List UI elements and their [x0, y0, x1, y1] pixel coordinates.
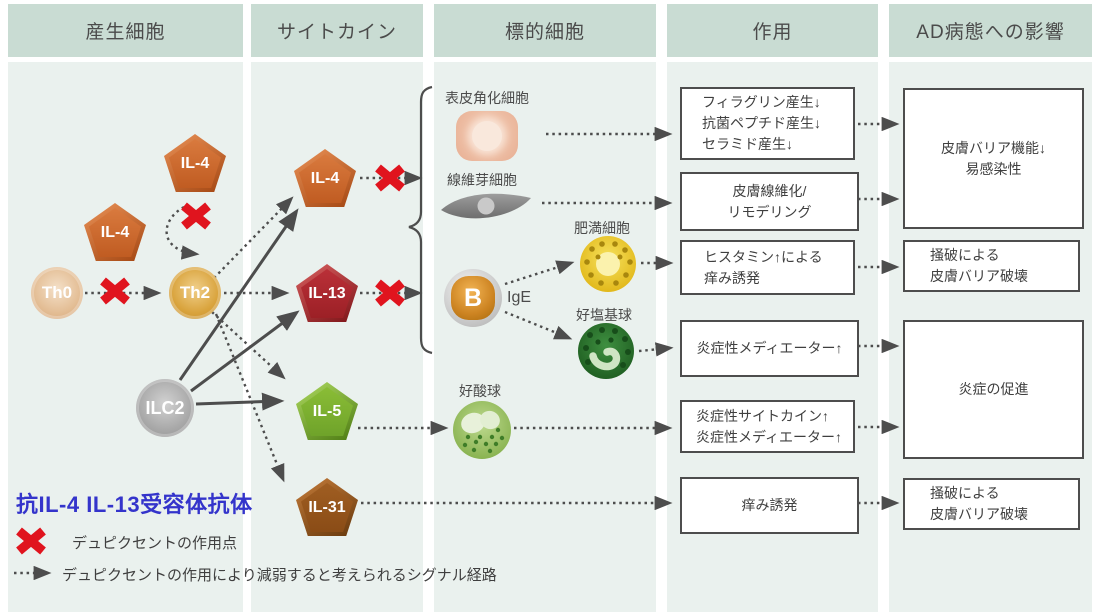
impact-line: 掻破による [930, 247, 1000, 263]
b-cell-icon: B [444, 269, 502, 327]
impact-box-scratch-damage-2: 掻破による 皮膚バリア破壊 [903, 478, 1080, 530]
action-box-itch: 痒み誘発 [680, 477, 859, 534]
fibroblast-cell-icon [438, 189, 534, 230]
action-line: 炎症性サイトカイン↑ [696, 407, 829, 424]
eosinophil-cell-icon [452, 400, 512, 465]
mast-cell-icon [579, 235, 637, 298]
th2-cell: Th2 [169, 267, 221, 319]
impact-box-scratch-damage-1: 掻破による 皮膚バリア破壊 [903, 240, 1080, 292]
ilc2-cell: ILC2 [136, 379, 194, 437]
action-line: 抗菌ペプチド産生↓ [702, 115, 821, 131]
antibody-title: 抗IL-4 IL-13受容体抗体 [16, 492, 253, 517]
impact-line: 皮膚バリア破壊 [930, 268, 1028, 284]
action-line: フィラグリン産生↓ [702, 94, 821, 110]
impact-line: 掻破による [930, 485, 1000, 501]
il4-pentagon-upper: IL-4 [164, 134, 226, 192]
action-line: 炎症性メディエーター↑ [696, 340, 843, 356]
column-header-label: 産生細胞 [85, 22, 166, 43]
action-line: セラミド産生↓ [702, 136, 793, 152]
cell-nucleus [472, 121, 502, 151]
action-box-mediators: 炎症性メディエーター↑ [680, 320, 859, 377]
ilc2-label: ILC2 [145, 397, 185, 418]
impact-line: 易感染性 [965, 160, 1022, 177]
legend-signal-path: デュピクセントの作用により減弱すると考えられるシグナル経路 [62, 567, 497, 584]
legend-action-point: デュピクセントの作用点 [72, 535, 238, 552]
column-header-target-cells: 標的細胞 [434, 4, 656, 57]
action-line: リモデリング [727, 203, 812, 220]
keratinocyte-label: 表皮角化細胞 [445, 90, 529, 106]
eosinophil-label: 好酸球 [459, 383, 501, 399]
impact-line: 炎症の促進 [958, 381, 1029, 397]
action-box-keratinocyte: フィラグリン産生↓ 抗菌ペプチド産生↓ セラミド産生↓ [680, 87, 855, 160]
column-header-ad-impact: AD病態への影響 [889, 4, 1092, 57]
fibroblast-label: 線維芽細胞 [447, 172, 517, 188]
basophil-label: 好塩基球 [576, 307, 632, 323]
b-cell-letter: B [451, 276, 495, 320]
column-header-cytokines: サイトカイン [251, 4, 423, 57]
cytokine-il4: IL-4 [294, 149, 356, 207]
column-header-label: AD病態への影響 [916, 22, 1065, 43]
ige-label: IgE [507, 289, 532, 306]
keratinocyte-cell-icon [456, 111, 518, 161]
column-header-producing-cells: 産生細胞 [8, 4, 243, 57]
action-box-cytokines-mediators: 炎症性サイトカイン↑ 炎症性メディエーター↑ [680, 400, 855, 453]
column-header-actions: 作用 [667, 4, 878, 57]
action-line: 痒み誘発 [704, 269, 760, 286]
column-header-label: 標的細胞 [504, 22, 585, 43]
basophil-cell-icon [577, 322, 635, 385]
action-box-histamine: ヒスタミン↑による 痒み誘発 [680, 240, 855, 295]
action-box-fibrosis: 皮膚線維化/ リモデリング [680, 172, 859, 231]
th0-label: Th0 [41, 283, 73, 302]
impact-box-barrier-function: 皮膚バリア機能↓ 易感染性 [903, 88, 1084, 229]
impact-box-inflammation: 炎症の促進 [903, 320, 1084, 459]
action-line: ヒスタミン↑による [704, 248, 823, 265]
impact-line: 皮膚バリア破壊 [930, 506, 1028, 522]
column-header-label: 作用 [752, 22, 793, 43]
action-line: 炎症性メディエーター↑ [696, 428, 843, 445]
action-line: 皮膚線維化/ [732, 182, 807, 199]
mast-cell-label: 肥満細胞 [574, 220, 630, 236]
th2-label: Th2 [179, 283, 211, 302]
action-line: 痒み誘発 [741, 497, 798, 513]
impact-line: 皮膚バリア機能↓ [941, 139, 1046, 156]
cytokine-il5-label: IL-5 [301, 387, 353, 436]
th0-cell: Th0 [31, 267, 83, 319]
column-header-label: サイトカイン [276, 22, 397, 43]
